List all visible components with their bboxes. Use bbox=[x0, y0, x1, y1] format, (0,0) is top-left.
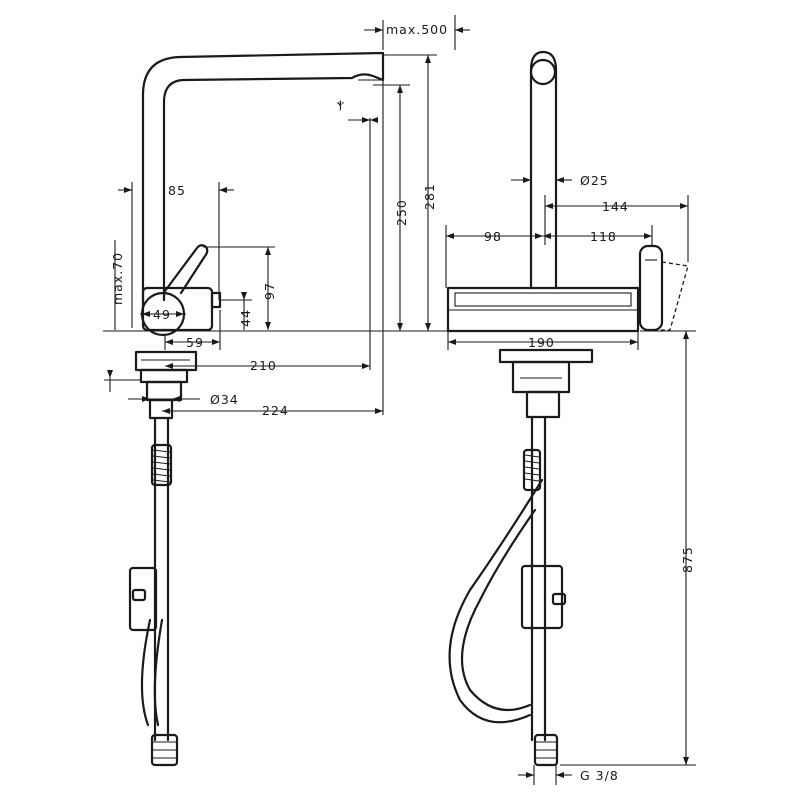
dim-97: 97 bbox=[262, 282, 277, 300]
front-view: Ø25 144 98 118 190 875 bbox=[445, 50, 696, 785]
dim-59: 59 bbox=[186, 335, 204, 350]
dim-98: 98 bbox=[484, 229, 502, 244]
dim-210: 210 bbox=[250, 358, 277, 373]
hose-loop bbox=[140, 618, 152, 727]
spout-column bbox=[529, 50, 558, 290]
pull-out-hose bbox=[448, 478, 544, 724]
spray-mode-icon: ⲯ bbox=[337, 97, 378, 123]
dim-25: Ø25 bbox=[580, 173, 609, 188]
spout-outline bbox=[141, 51, 385, 302]
svg-text:ⲯ: ⲯ bbox=[337, 97, 344, 112]
tray-grate bbox=[454, 292, 632, 307]
hose-weight bbox=[128, 566, 158, 632]
dim-g-3-8: G 3/8 bbox=[580, 768, 619, 783]
lever-handle bbox=[163, 244, 209, 295]
dim-281: 281 bbox=[422, 183, 437, 210]
dim-49: 49 bbox=[153, 307, 171, 322]
dim-224: 224 bbox=[262, 403, 289, 418]
deck-flange bbox=[134, 350, 198, 372]
front-hose-weight bbox=[520, 564, 564, 630]
dim-875: 875 bbox=[680, 546, 695, 573]
dim-250: 250 bbox=[394, 199, 409, 226]
dim-190: 190 bbox=[528, 335, 555, 350]
dim-44: 44 bbox=[238, 309, 253, 327]
side-lever bbox=[638, 244, 664, 332]
side-view: max.500 85 max.70 97 44 49 bbox=[103, 15, 470, 767]
dim-max-70: max.70 bbox=[110, 252, 125, 305]
dim-144: 144 bbox=[602, 199, 629, 214]
dim-85: 85 bbox=[168, 183, 186, 198]
dim-34: Ø34 bbox=[210, 392, 239, 407]
dim-max-500: max.500 bbox=[386, 22, 448, 37]
dim-118: 118 bbox=[590, 229, 617, 244]
